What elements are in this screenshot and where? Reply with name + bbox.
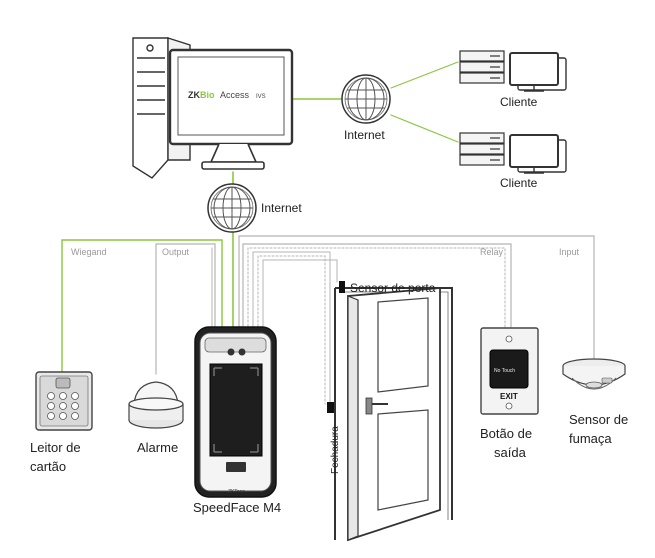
- terminal-device: ZKTeco: [194, 326, 277, 498]
- svg-text:IVS: IVS: [256, 94, 266, 100]
- svg-text:ZK: ZK: [188, 90, 200, 100]
- software-logo: ZK Bio Access IVS: [188, 90, 266, 100]
- wire-label-input: Input: [559, 247, 580, 257]
- client-workstation-bottom: Cliente: [459, 132, 567, 190]
- wire-label-wiegand: Wiegand: [71, 247, 107, 257]
- door-sensor-block: [339, 281, 345, 293]
- server-icon: [459, 50, 505, 84]
- terminal-label: SpeedFace M4: [193, 500, 281, 515]
- wire-relay: [242, 243, 512, 331]
- wire-lock: [252, 251, 331, 405]
- wire-label-output: Output: [162, 247, 190, 257]
- siren-icon: [128, 381, 184, 429]
- door-sensor-label: Sensor de porta: [350, 281, 436, 295]
- svg-text:EXIT: EXIT: [500, 392, 518, 401]
- client-label-top: Cliente: [500, 95, 538, 109]
- svg-text:ZKTeco: ZKTeco: [228, 489, 245, 495]
- monitor-icon: [168, 48, 294, 170]
- monitor-icon: [509, 52, 567, 92]
- wire-door-sensor: [262, 259, 338, 331]
- wire-wiegand: [61, 239, 223, 373]
- card-reader-label: Leitor de cartão: [30, 440, 84, 474]
- wire-label-relay: Relay: [480, 247, 504, 257]
- alarm-label: Alarme: [137, 440, 178, 455]
- smoke-sensor-label: Sensor de fumaça: [569, 412, 632, 446]
- monitor-icon: [509, 134, 567, 174]
- server-icon: [459, 132, 505, 166]
- globe-icon: [207, 183, 257, 233]
- smoke-detector-icon: [562, 358, 626, 390]
- internet-label-right: Internet: [344, 128, 385, 142]
- client-label-bottom: Cliente: [500, 176, 538, 190]
- svg-text:Access: Access: [220, 90, 250, 100]
- wires: [61, 61, 595, 405]
- globe-icon: [341, 74, 391, 124]
- lock-block: [327, 402, 334, 413]
- wire-output: [155, 243, 216, 375]
- svg-text:No Touch: No Touch: [494, 368, 515, 374]
- lock-label: Fechadura: [330, 426, 341, 474]
- wire-input: [238, 235, 595, 361]
- wire-internet-client-bottom: [390, 114, 459, 143]
- svg-text:Bio: Bio: [200, 90, 215, 100]
- wire-internet-client-top: [390, 61, 459, 89]
- keypad-icon: [35, 371, 93, 431]
- exit-button-icon: No Touch EXIT: [480, 327, 539, 415]
- internet-label-center: Internet: [261, 201, 302, 215]
- client-workstation-top: Cliente: [459, 50, 567, 109]
- exit-button-label: Botão de saída: [480, 426, 536, 460]
- door-icon: [327, 281, 453, 542]
- terminal-screen: [209, 363, 263, 457]
